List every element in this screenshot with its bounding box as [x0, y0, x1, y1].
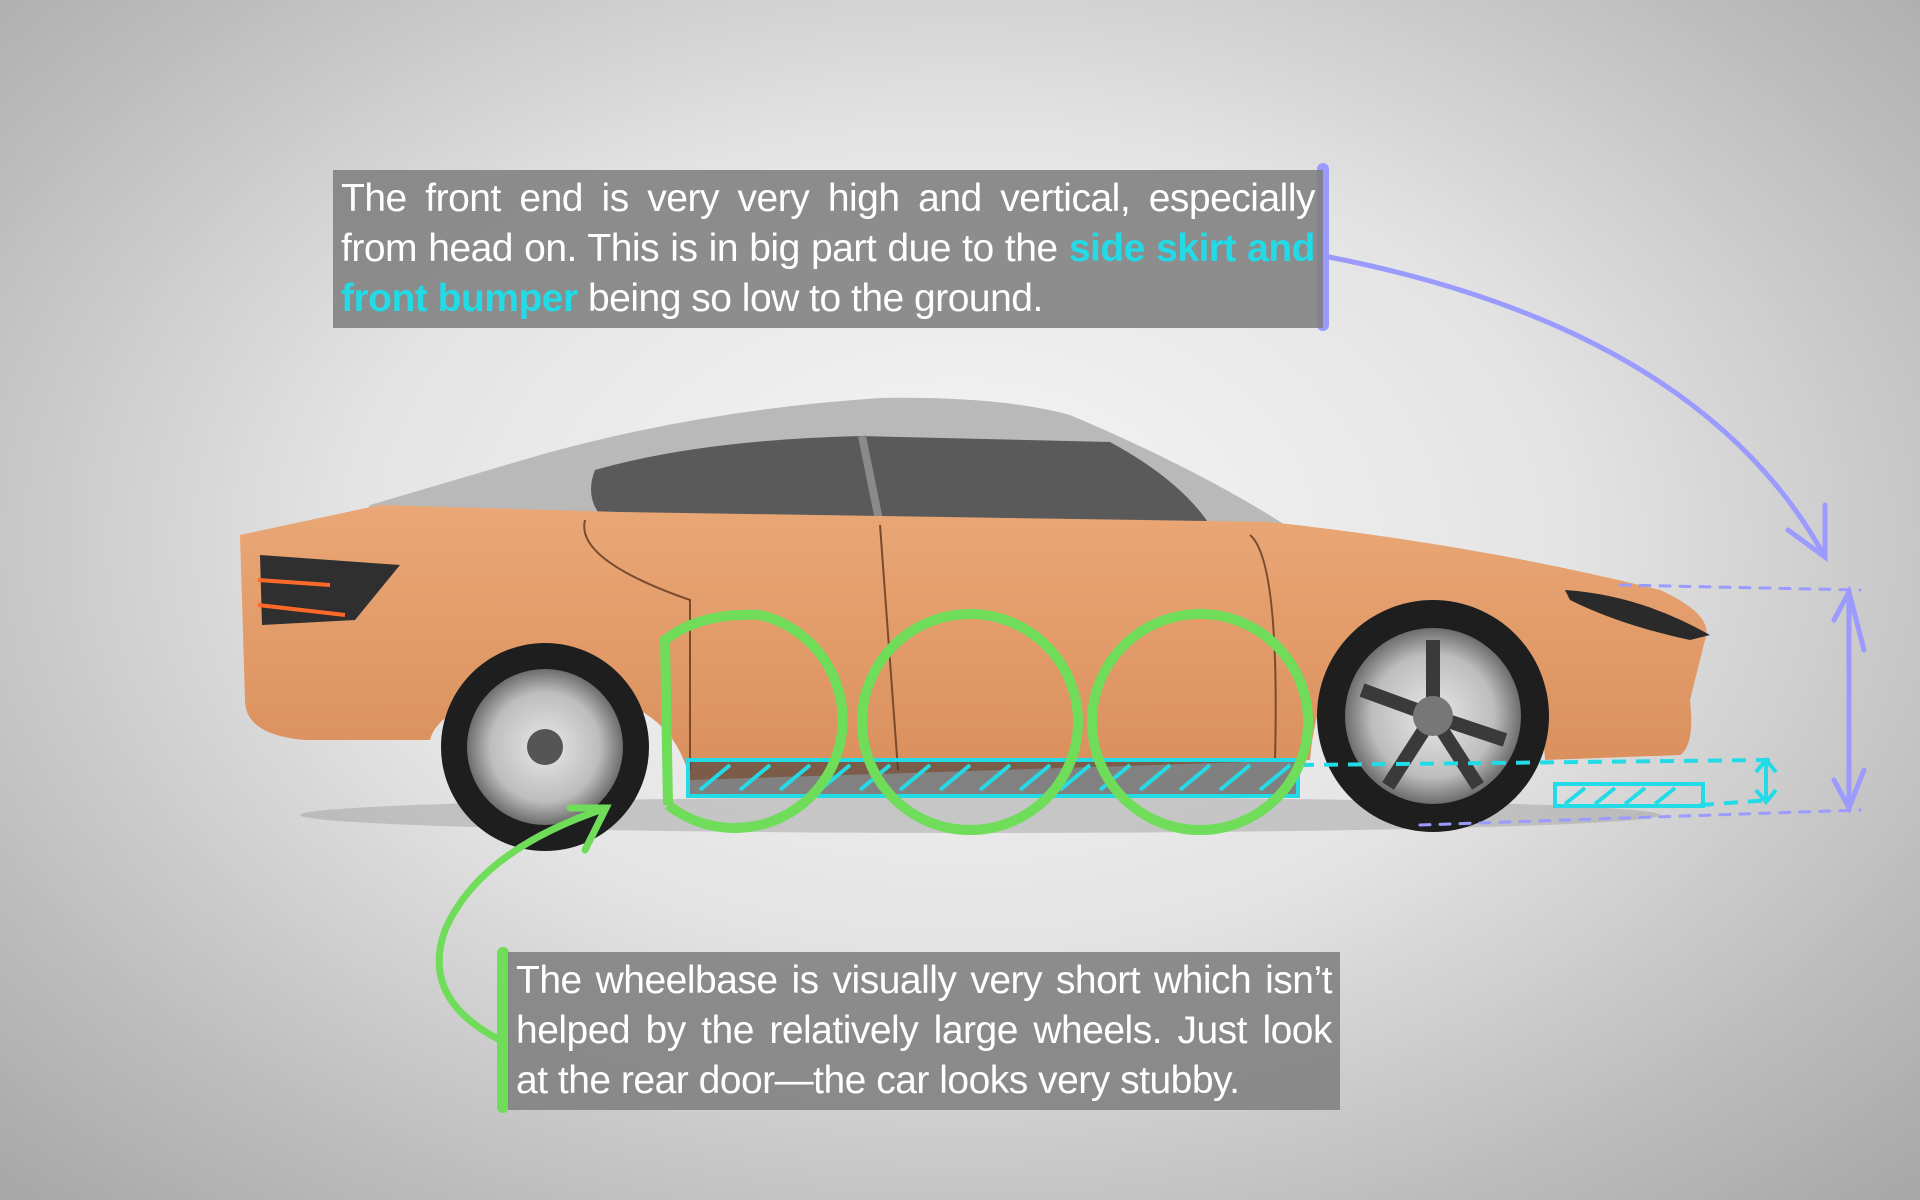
- wheelbase-arrow: [435, 804, 612, 1045]
- car-body: [240, 505, 1707, 780]
- front-wheel: [1317, 600, 1549, 832]
- front-end-annotation: The front end is very very high and vert…: [333, 170, 1323, 328]
- front-height-arrows: [1326, 254, 1867, 827]
- annotation-highlight: side skirt and front bumper: [341, 227, 1316, 320]
- wheelbase-annotation: The wheelbase is visually very short whi…: [508, 952, 1340, 1110]
- annotation-text: being so low to the ground.: [577, 277, 1043, 320]
- tail-light: [257, 603, 346, 617]
- annotation-text: The wheelbase is visually very short whi…: [516, 959, 1333, 1102]
- headlight: [1565, 590, 1710, 640]
- b-pillar: [858, 435, 884, 526]
- wheelbase-note-accent-bar: [497, 947, 509, 1113]
- ground-shadow: [300, 797, 1660, 833]
- rear-wheel: [441, 643, 649, 851]
- car-windows: [591, 436, 1210, 525]
- tail-light: [257, 578, 331, 587]
- annotation-text: The front end is very very high and vert…: [341, 177, 1316, 270]
- side-skirt-highlight: [686, 756, 1778, 808]
- wheelbase-circles: [659, 609, 1313, 835]
